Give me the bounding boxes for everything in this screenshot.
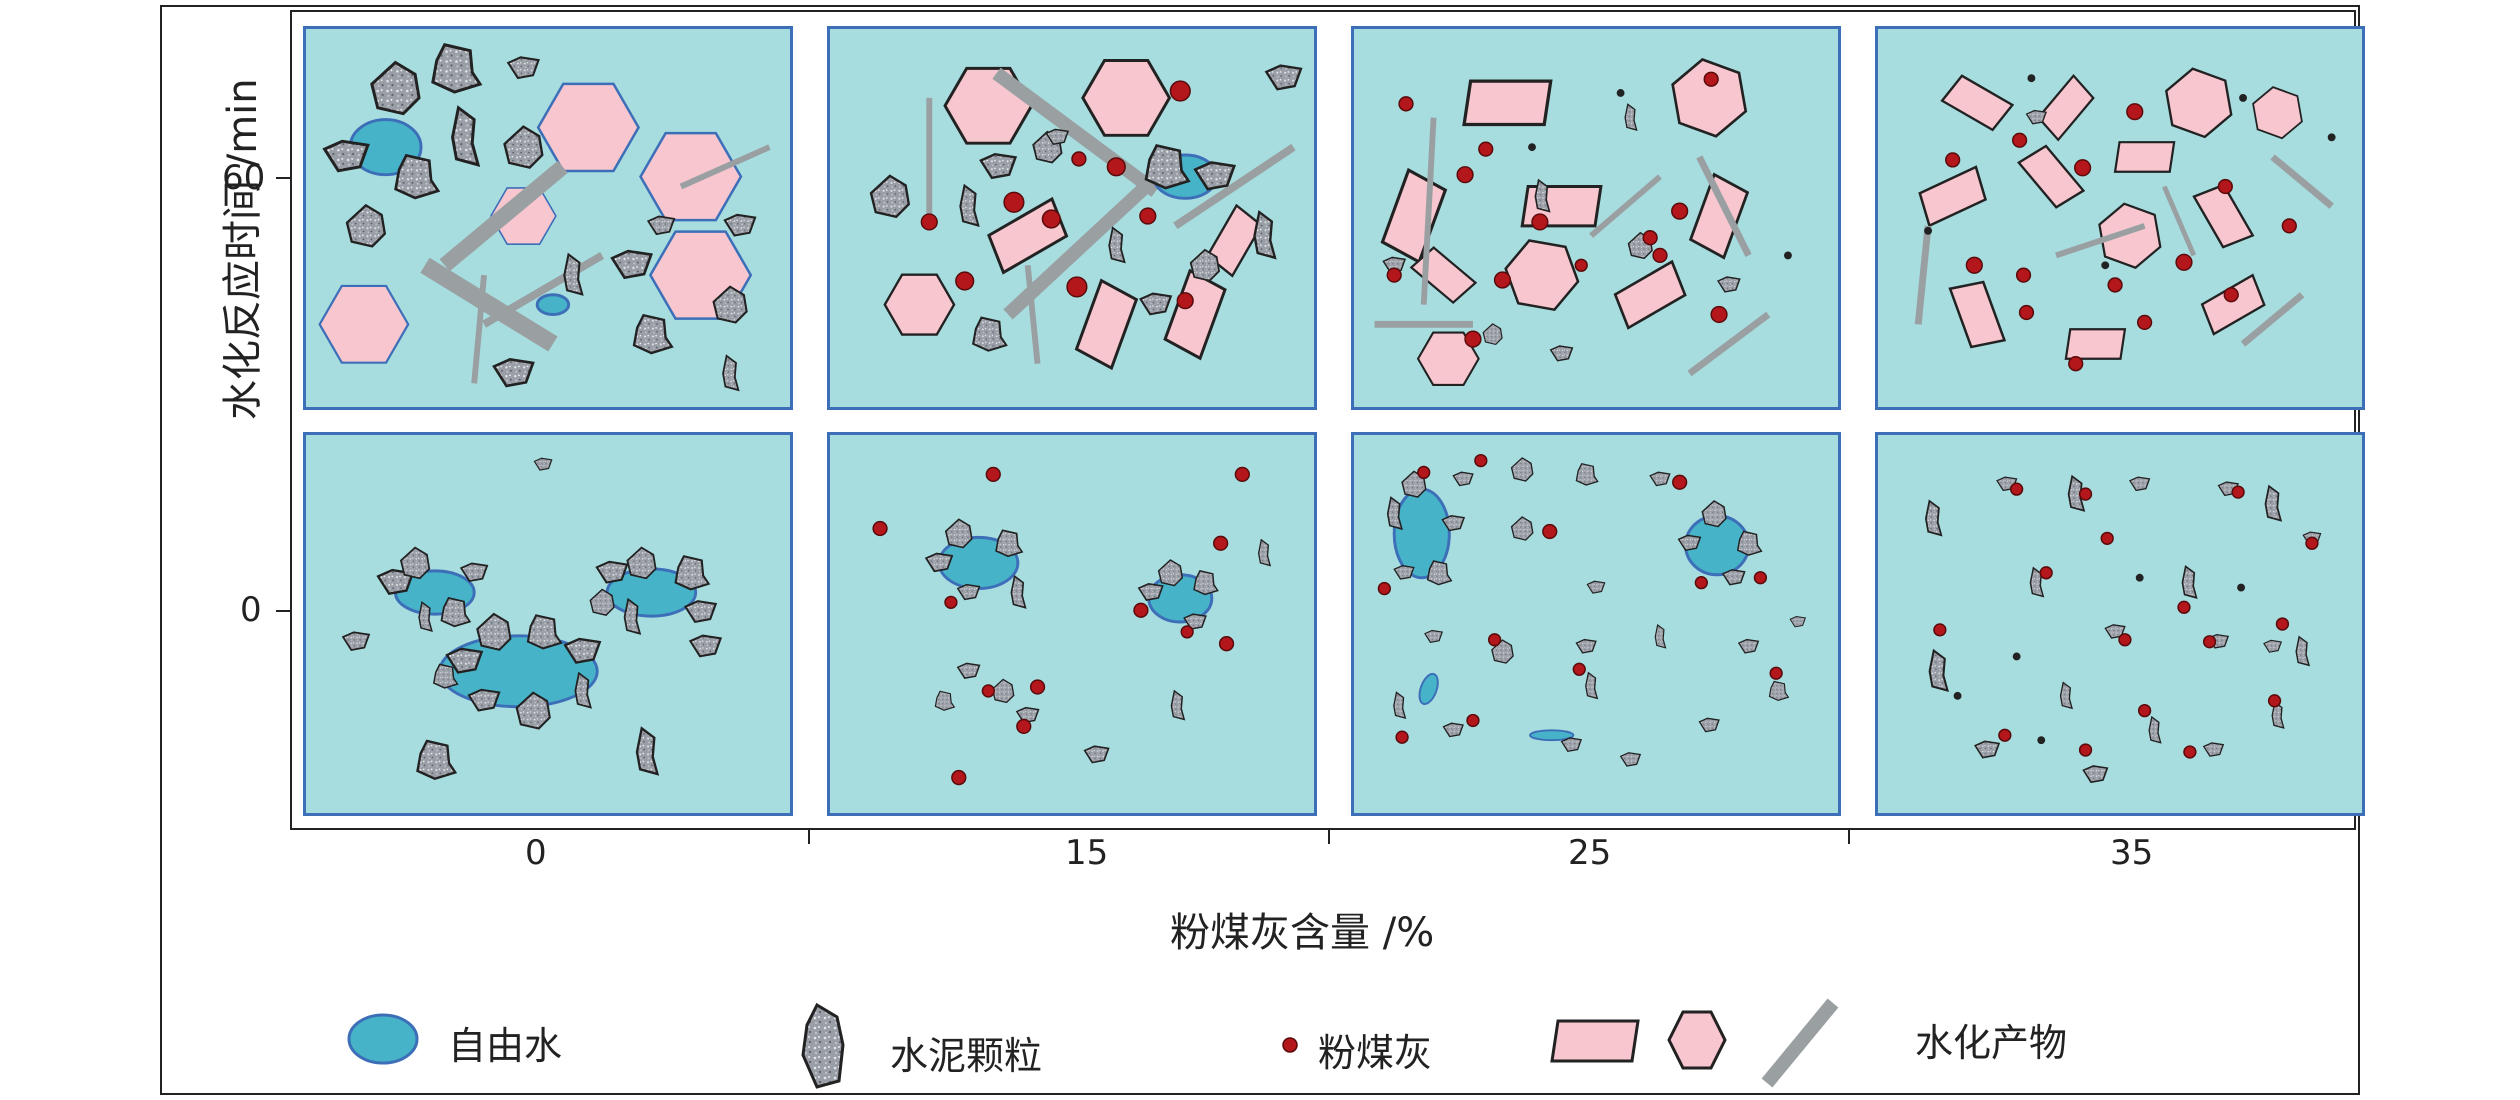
plot-area [290,10,2356,830]
panel-60min-35pct [1875,26,2365,410]
legend-free-water-label: 自由水 [448,1024,563,1068]
panel-0min-35pct [1875,432,2365,816]
y-tick-60: 60 [222,158,266,198]
parallelogram-product-icon [1550,1019,1640,1063]
fly-ash-icon [1282,1037,1298,1053]
panel-0min-0pct [303,432,793,816]
hydration-rod-icon [1761,998,1839,1088]
y-tick-mark-0 [276,610,290,612]
panel-60min-25pct [1351,26,1841,410]
x-tick-0: 0 [525,833,547,873]
x-tick-35: 35 [2110,833,2154,873]
x-tick-25: 25 [1568,833,1612,873]
x-tick-15: 15 [1065,833,1109,873]
panel-60min-15pct [827,26,1317,410]
panel-60min-0pct [303,26,793,410]
panel-0min-15pct [827,432,1317,816]
panel-0min-25pct [1351,432,1841,816]
y-tick-mark-60 [276,177,290,179]
x-tick-mark-1 [808,830,810,844]
legend-cement-particles-label: 水泥颗粒 [890,1034,1043,1078]
cement-particle-icon [801,1002,845,1089]
x-axis-label: 粉煤灰含量 /% [1170,910,1435,956]
legend-fly-ash-label: 粉煤灰 [1318,1031,1433,1075]
legend-hydration-products-label: 水化产物 [1915,1021,2068,1065]
y-axis-label: 水化反应时间 /min [220,78,266,420]
y-tick-0: 0 [240,590,262,630]
free-water-icon [347,1013,419,1065]
hexagon-product-icon [1667,1010,1727,1070]
x-tick-mark-3 [1848,830,1850,844]
x-tick-mark-2 [1328,830,1330,844]
